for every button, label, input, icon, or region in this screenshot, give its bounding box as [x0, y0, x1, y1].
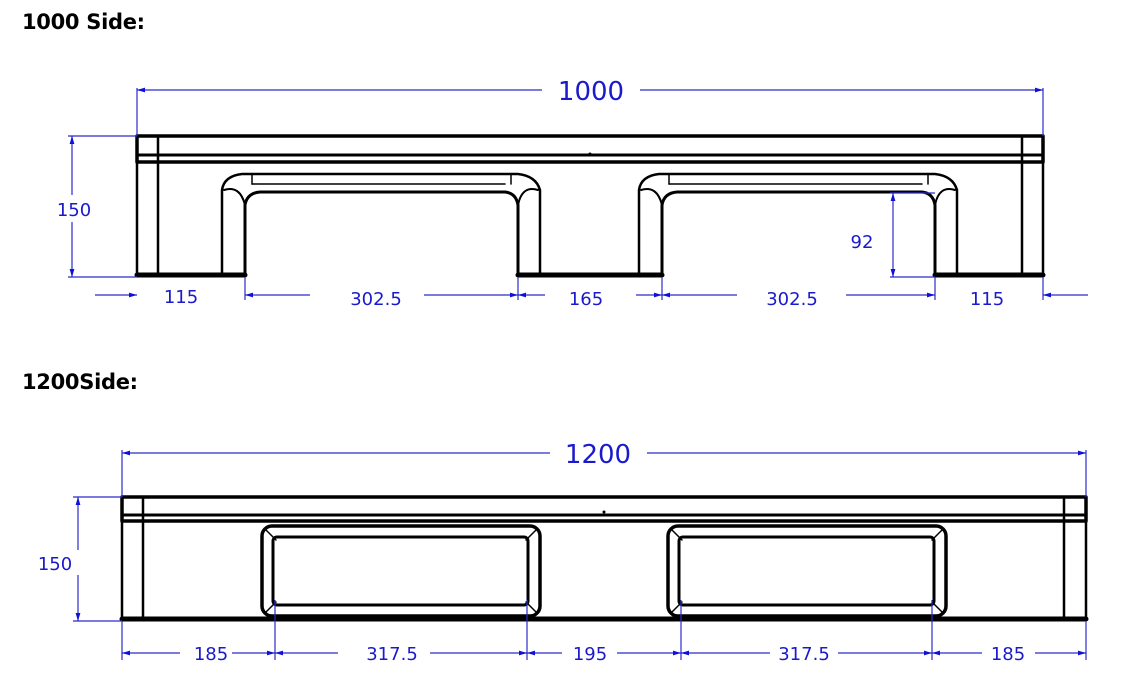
fork-opening-left	[220, 172, 542, 277]
pallet-1200-side-view	[119, 495, 1089, 622]
dim-right-end-185: 185	[991, 644, 1025, 665]
dim-left-end-115: 115	[164, 287, 198, 308]
dim-center-165: 165	[569, 289, 603, 310]
dim-opening-right-317-5: 317.5	[778, 644, 830, 665]
overall-width-1200-label: 1200	[565, 440, 631, 470]
fork-opening-right	[637, 172, 959, 277]
section-heading-1200-side: 1200Side:	[22, 370, 138, 394]
dim-left-end-185: 185	[194, 644, 228, 665]
fork-opening-right-1200	[666, 524, 948, 618]
dim-right-end-115: 115	[970, 289, 1004, 310]
opening-height-92-label: 92	[851, 232, 874, 253]
dimensions-1000-side: 1000 150 92 115 302.5 165 302.5 115	[57, 77, 1088, 310]
section-heading-1000-side: 1000 Side:	[22, 10, 145, 34]
dim-opening-left-317-5: 317.5	[366, 644, 418, 665]
dim-opening-left-302-5: 302.5	[350, 289, 402, 310]
fork-opening-left-1200	[260, 524, 542, 618]
overall-width-1000-label: 1000	[558, 77, 624, 107]
dim-opening-right-302-5: 302.5	[766, 289, 818, 310]
pallet-1000-side-view	[134, 134, 1046, 278]
height-150-label-1200: 150	[38, 554, 72, 575]
dim-center-195: 195	[573, 644, 607, 665]
height-150-label-1000: 150	[57, 200, 91, 221]
dimensions-1200-side: 1200 150 185 317.5 195 317.5 185	[38, 440, 1087, 665]
